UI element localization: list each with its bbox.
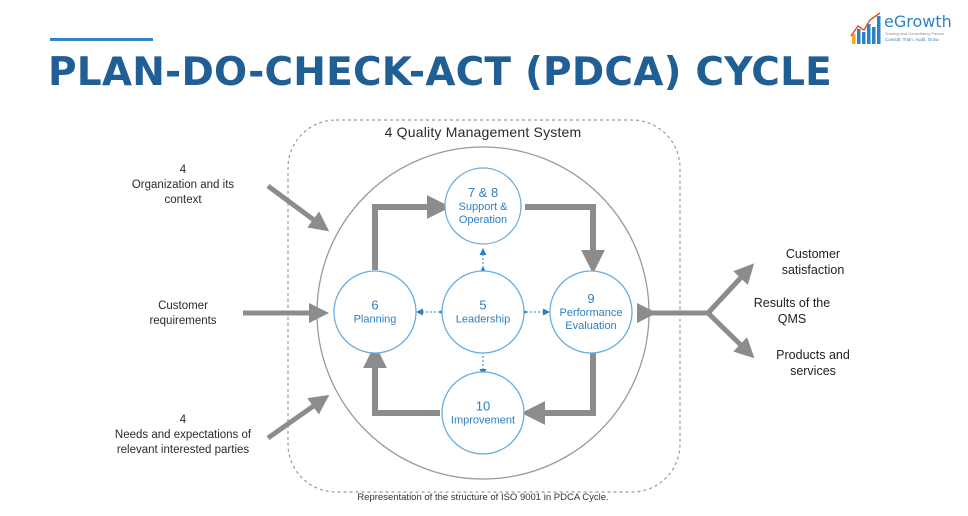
node-label-line: Performance [559,307,623,319]
arrow-improvement-to-planning [363,344,440,416]
node-label-line: Operation [458,214,508,226]
label-line: services [790,364,836,378]
arrow-output-products [706,311,755,359]
egrowth-logo: eGrowth Training and Consultancy Partner… [848,10,960,48]
title-accent-rule [50,38,153,41]
arrow-support-to-performance [525,204,605,274]
arrow-input-organization [266,183,330,232]
node-label-line: Evaluation [565,320,617,332]
node-performance-evaluation: 9 Performance Evaluation [560,291,623,333]
label-line: Customer [785,247,841,261]
node-label-line: Leadership [455,313,511,326]
bar-chart-logo-icon [850,12,881,44]
node-support-operation: 7 & 8 Support & Operation [459,185,508,227]
node-improvement-circle [441,371,525,455]
input-organization-label: 4 Organization and its context [132,163,234,208]
label-line: 4 [179,164,187,176]
arrow-output-satisfaction [706,263,755,315]
qms-title: 4 Quality Management System [384,124,582,140]
node-performance-circle [549,270,633,354]
label-line: context [164,194,202,206]
node-planning-circle [333,270,417,354]
arrow-performance-to-improvement [521,350,596,425]
qms-boundary [287,119,681,493]
output-results-label: Results of the QMS [754,295,830,327]
page-title: PLAN-DO-CHECK-ACT (PDCA) CYCLE [48,50,832,95]
node-number: 10 [475,398,491,414]
label-line: Products and [776,348,850,362]
label-line: Customer [158,300,208,312]
label-line: Needs and expectations of [114,429,252,441]
node-number: 7 & 8 [467,185,499,200]
logo-name: eGrowth [884,12,952,31]
node-label-line: Planning [353,313,397,326]
arrow-planning-to-support [372,195,451,270]
node-number: 6 [371,297,379,313]
label-line: 4 [179,414,187,426]
output-satisfaction-label: Customer satisfaction [782,246,845,278]
node-label-line: Support & [458,201,508,213]
label-line: relevant interested parties [116,444,250,456]
label-line: Results of the [753,296,831,310]
node-support-circle [444,167,522,245]
label-line: satisfaction [781,263,845,277]
arrow-input-needs [266,394,330,441]
node-number: 9 [587,291,595,306]
node-leadership: 5 Leadership [456,298,510,327]
label-line: requirements [149,315,217,327]
label-line: Organization and its [131,179,235,191]
node-planning: 6 Planning [354,298,397,327]
node-leadership-circle [441,270,525,354]
diagram-caption: Representation of the structure of ISO 9… [357,492,609,503]
node-label-line: Improvement [450,414,516,427]
input-needs-label: 4 Needs and expectations of relevant int… [115,413,251,458]
logo-tagline-small: Training and Consultancy Partner [885,31,945,36]
input-customer-requirements-label: Customer requirements [149,299,216,329]
logo-tagline: Consult. Train. Audit. Grow. [885,37,940,42]
node-improvement: 10 Improvement [451,399,515,428]
node-number: 5 [479,297,487,313]
label-line: QMS [777,312,807,326]
output-products-label: Products and services [776,347,850,379]
